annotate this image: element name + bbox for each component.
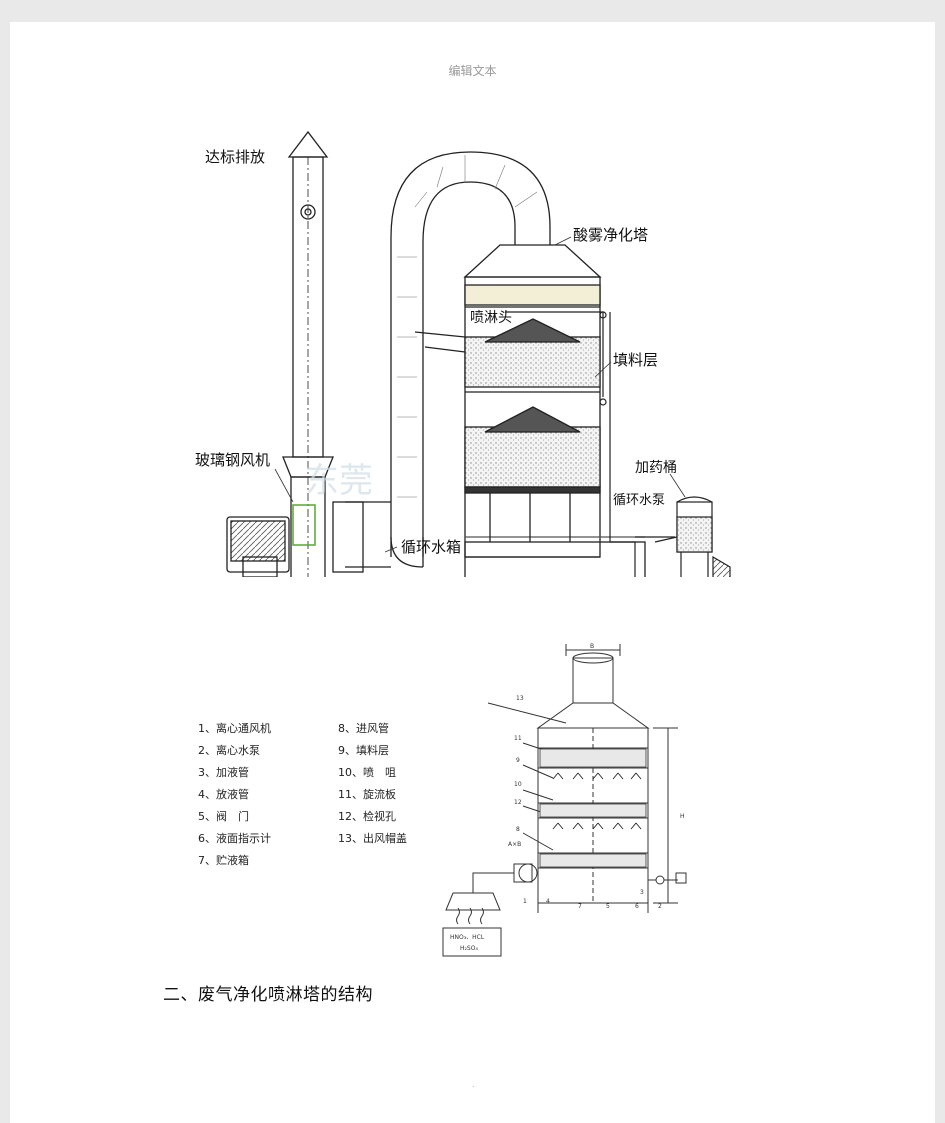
- legend-item: 9、填料层: [338, 744, 389, 757]
- page-header-label: 编辑文本: [448, 64, 497, 78]
- legend-item: 8、进风管: [338, 722, 389, 735]
- schematic-num: 6: [635, 903, 639, 910]
- schematic-num: 8: [516, 826, 520, 833]
- legend-item: 4、放液管: [198, 788, 249, 801]
- document-page: 编辑文本: [10, 22, 935, 1123]
- legend-item: 2、离心水泵: [198, 744, 260, 757]
- schematic-num: 5: [606, 903, 610, 910]
- spray-tower-schematic: 13 11 9 10 12 8 A×B B H 1 4 7 5 6 2 3 HN…: [442, 643, 687, 957]
- schematic-num: 1: [523, 898, 527, 905]
- schematic-num: 12: [514, 799, 522, 806]
- label-acid-tower: 酸雾净化塔: [573, 226, 648, 244]
- label-fan: 玻璃钢风机: [195, 451, 270, 469]
- legend-item: 5、阀 门: [198, 810, 249, 823]
- legend-item: 12、检视孔: [338, 810, 396, 823]
- label-circ-pump: 循环水泵: [613, 493, 665, 508]
- schematic-num: 13: [516, 695, 524, 702]
- schematic-num: 7: [578, 903, 582, 910]
- legend-item: 7、贮液箱: [198, 854, 249, 867]
- label-spray-head: 喷淋头: [470, 310, 512, 326]
- schematic-h-label: H: [680, 813, 685, 820]
- legend-item: 1、离心通风机: [198, 722, 271, 735]
- label-packing-layer: 填料层: [613, 351, 658, 369]
- schematic-num: 9: [516, 757, 520, 764]
- watermark-text: 东莞: [305, 461, 373, 501]
- label-circ-tank: 循环水箱: [401, 538, 461, 556]
- legend-item: 10、喷 咀: [338, 766, 396, 779]
- fume-text-1: HNO₃、HCL: [450, 934, 485, 941]
- schematic-b-label: B: [590, 643, 594, 650]
- legend-right-column: 8、进风管 9、填料层 10、喷 咀 11、旋流板 12、检视孔 13、出风帽盖: [338, 718, 478, 850]
- section-heading: 二、废气净化喷淋塔的结构: [163, 985, 373, 1005]
- schematic-num: 11: [514, 735, 522, 742]
- schematic-ab-label: A×B: [508, 841, 521, 848]
- legend-item: 6、液面指示计: [198, 832, 271, 845]
- legend-item: 3、加液管: [198, 766, 249, 779]
- schematic-num: 4: [546, 898, 550, 905]
- schematic-num: 10: [514, 781, 522, 788]
- label-discharge: 达标排放: [205, 148, 265, 166]
- label-dosing-tank: 加药桶: [635, 460, 677, 476]
- legend-item: 13、出风帽盖: [338, 832, 407, 845]
- schematic-num: 3: [640, 889, 644, 896]
- schematic-num: 2: [658, 903, 662, 910]
- acid-tower-diagram: 东莞 达标排放 酸雾净化塔 喷淋头 填料层 加药桶 循环水泵 玻璃钢风机 循环水…: [195, 130, 731, 577]
- footer-dot: .: [472, 1080, 475, 1089]
- fume-text-2: H₂SO₄: [460, 945, 478, 952]
- legend-left-column: 1、离心通风机 2、离心水泵 3、加液管 4、放液管 5、阀 门 6、液面指示计…: [198, 718, 338, 872]
- legend-item: 11、旋流板: [338, 788, 396, 801]
